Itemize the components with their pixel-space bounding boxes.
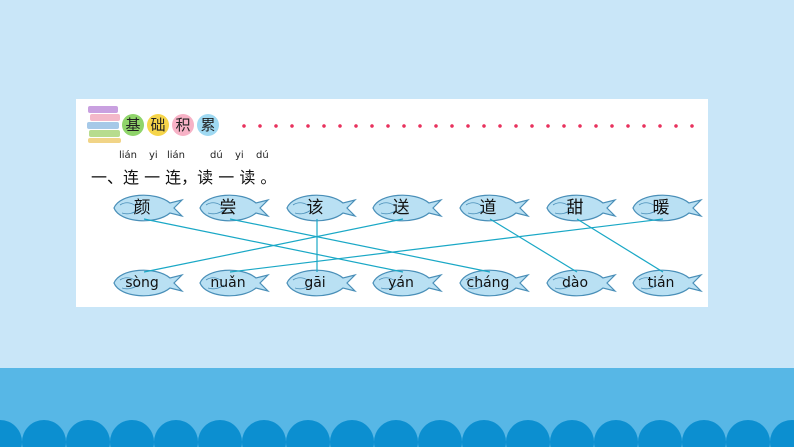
character-leaf[interactable]: 道 xyxy=(458,191,530,225)
question-text: 一、连 一 连，读 一 读 。 xyxy=(91,168,277,187)
pinyin-leaf[interactable]: yán xyxy=(371,266,443,300)
pinyin-hint: dú xyxy=(210,150,223,161)
character-leaf[interactable]: 尝 xyxy=(198,191,270,225)
pinyin-hint: lián xyxy=(119,150,138,161)
character-leaf-label: 尝 xyxy=(219,198,237,218)
header-badge-1: 基 xyxy=(122,114,144,136)
leaf-icon xyxy=(546,194,617,222)
pinyin-leaf-label: yán xyxy=(388,275,414,291)
pinyin-hint: yi xyxy=(149,150,158,161)
character-leaf-label: 送 xyxy=(392,198,410,218)
character-leaf[interactable]: 送 xyxy=(371,191,443,225)
leaf-icon xyxy=(372,194,443,222)
character-leaf-label: 颜 xyxy=(133,198,151,218)
header-badge-3: 积 xyxy=(172,114,194,136)
header-badge-4: 累 xyxy=(197,114,219,136)
leaf-icon xyxy=(113,269,184,297)
character-leaf-label: 暖 xyxy=(652,198,670,218)
pinyin-leaf[interactable]: sòng xyxy=(112,266,184,300)
pinyin-hint: lián xyxy=(167,150,186,161)
character-leaf[interactable]: 暖 xyxy=(631,191,703,225)
character-leaf-label: 该 xyxy=(306,198,324,218)
dotted-divider xyxy=(236,124,702,128)
leaf-icon xyxy=(113,194,184,222)
character-leaf-label: 道 xyxy=(479,198,497,218)
pinyin-hint: yi xyxy=(235,150,244,161)
pinyin-leaf-label: tián xyxy=(647,275,675,291)
character-leaf[interactable]: 甜 xyxy=(545,191,617,225)
pinyin-leaf[interactable]: cháng xyxy=(458,266,530,300)
wave-decoration xyxy=(0,420,794,447)
character-leaf[interactable]: 该 xyxy=(285,191,357,225)
pinyin-leaf[interactable]: dào xyxy=(545,266,617,300)
header-badge-2: 础 xyxy=(147,114,169,136)
character-leaf-label: 甜 xyxy=(566,198,584,218)
pinyin-leaf-label: dào xyxy=(561,275,589,291)
books-icon xyxy=(87,106,121,143)
pinyin-leaf-label: nuǎn xyxy=(210,275,246,291)
pinyin-leaf[interactable]: tián xyxy=(631,266,703,300)
pinyin-leaf-label: cháng xyxy=(466,275,510,291)
pinyin-leaf[interactable]: gāi xyxy=(285,266,357,300)
pinyin-leaf-label: gāi xyxy=(304,275,326,291)
character-leaf[interactable]: 颜 xyxy=(112,191,184,225)
pinyin-hint: dú xyxy=(256,150,269,161)
pinyin-leaf-label: sòng xyxy=(125,275,159,291)
pinyin-leaf[interactable]: nuǎn xyxy=(198,266,270,300)
